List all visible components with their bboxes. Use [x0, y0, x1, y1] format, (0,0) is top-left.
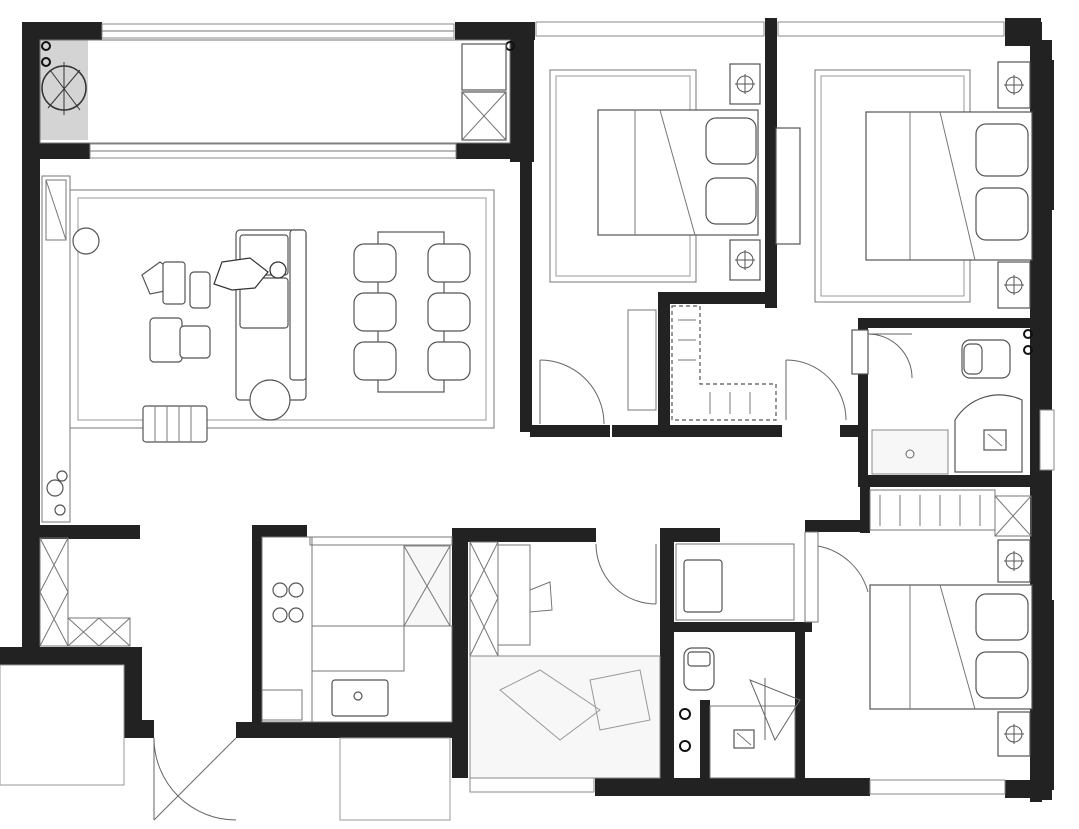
lamp-icon: [997, 61, 1031, 109]
lamp-icon: [729, 239, 761, 281]
bedroom-3: [804, 489, 1033, 757]
interior-walls: [40, 60, 1054, 790]
bedroom-1: [539, 63, 847, 425]
lamp-icon: [997, 539, 1031, 583]
dining-set: [353, 231, 471, 393]
bedroom-2: [814, 61, 1033, 309]
entry: [0, 537, 451, 821]
sofa: [213, 229, 307, 421]
lounge-chairs: [141, 261, 211, 363]
study: [469, 541, 661, 779]
balcony: [39, 39, 515, 144]
plant-icon: [41, 62, 87, 115]
lamp-icon: [997, 711, 1031, 757]
kitchen: [261, 536, 453, 723]
lamp-icon: [729, 63, 761, 105]
bathroom-small: [675, 543, 801, 779]
windows: [89, 21, 1055, 795]
lamp-icon: [997, 261, 1031, 309]
bathroom-master: [851, 329, 1033, 475]
living-dining-area: [41, 175, 495, 523]
